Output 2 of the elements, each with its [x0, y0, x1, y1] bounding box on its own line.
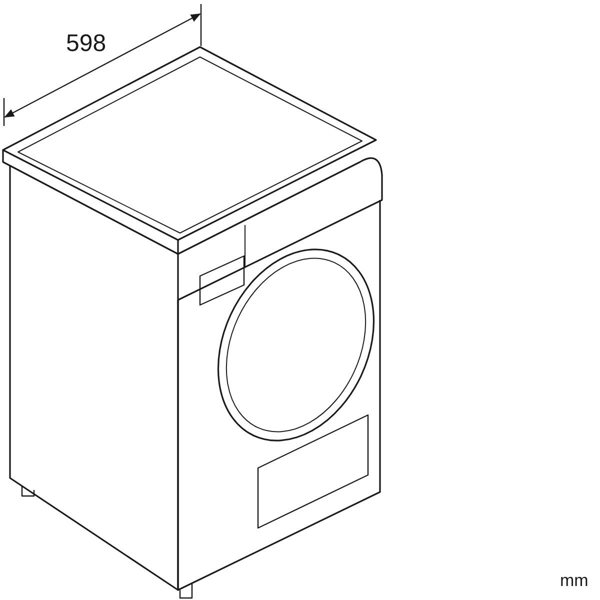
dimension-label: 598: [66, 32, 106, 56]
unit-label: mm: [560, 572, 588, 589]
